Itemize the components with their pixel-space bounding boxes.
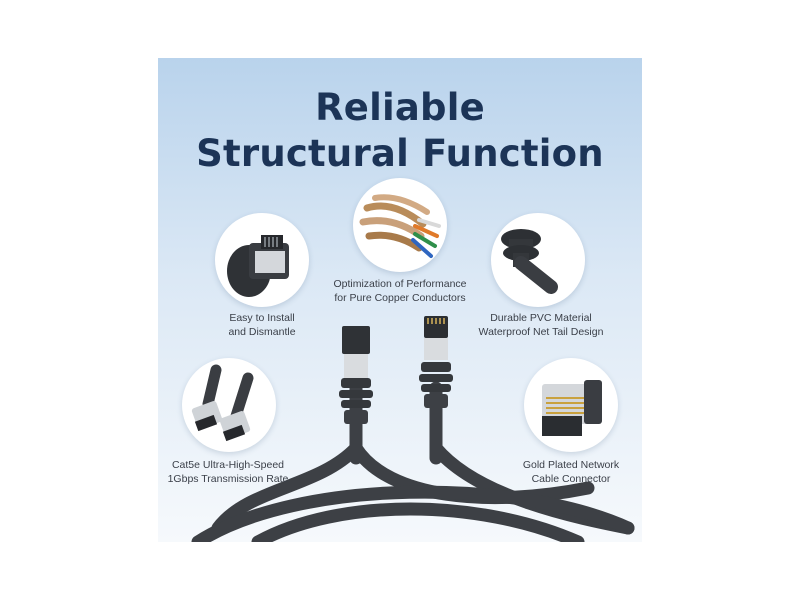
waterproof-tail-icon [491,213,585,307]
feature-gold-line-1: Gold Plated Network [522,459,620,471]
feature-copper-line-2: for Pure Copper Conductors [334,292,466,304]
feature-install-line-2: and Dismantle [228,326,296,338]
feature-install-line-1: Easy to Install [229,312,295,324]
gold-plated-plug-icon [524,358,618,452]
title-line-2: Structural Function [196,132,604,175]
feature-speed-caption: Cat5e Ultra-High-Speed 1Gbps Transmissio… [158,458,298,486]
feature-gold-line-2: Cable Connector [531,473,611,485]
feature-gold-caption: Gold Plated Network Cable Connector [504,458,638,486]
right-plug-icon [419,316,453,408]
feature-copper-caption: Optimization of Performance for Pure Cop… [318,277,482,305]
dual-plug-icon [182,358,276,452]
connector-clip-icon [215,213,309,307]
feature-pvc-line-1: Durable PVC Material [490,312,592,324]
feature-pvc-line-2: Waterproof Net Tail Design [478,326,604,338]
feature-speed-line-1: Cat5e Ultra-High-Speed [171,459,285,471]
feature-pvc-caption: Durable PVC Material Waterproof Net Tail… [476,311,606,339]
product-banner: Reliable Structural Function [158,58,642,542]
feature-copper-line-1: Optimization of Performance [333,278,467,290]
title-line-1: Reliable [315,86,485,129]
feature-speed-line-2: 1Gbps Transmission Rate [167,473,289,485]
cable-illustration [191,316,635,542]
left-plug-icon [339,326,373,424]
feature-install-caption: Easy to Install and Dismantle [206,311,318,339]
copper-conductors-icon [353,178,447,272]
